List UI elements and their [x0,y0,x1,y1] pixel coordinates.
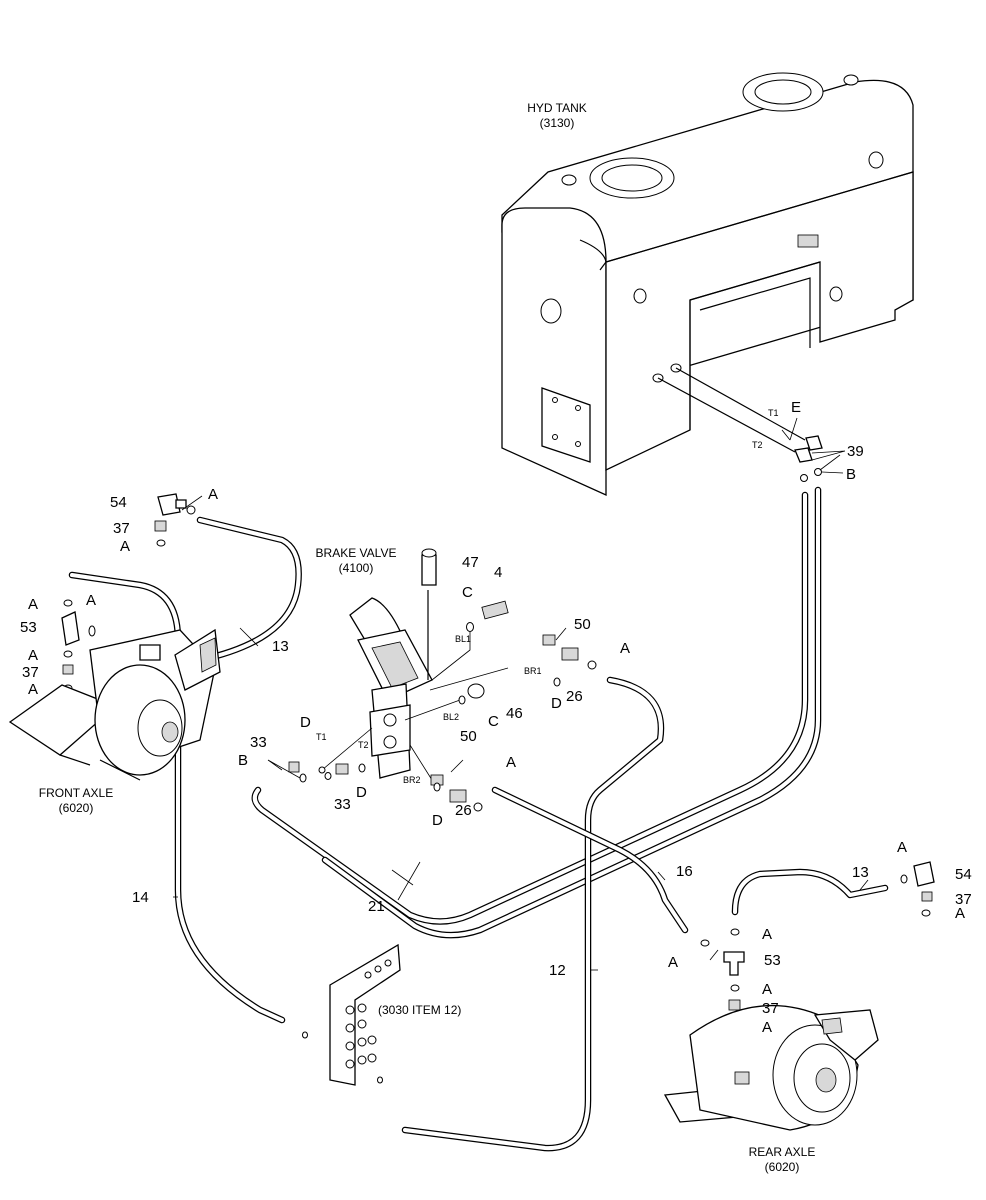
callout-a-upper: A [620,640,630,657]
callout-12: 12 [549,962,566,979]
callout-a-7: A [897,839,907,856]
hyd-tank [501,72,914,497]
callout-37-rear-2: 37 [762,1000,779,1017]
port-t2-tank: T2 [752,440,763,450]
callout-a-2: A [120,538,130,555]
callout-33-left: 33 [250,734,267,751]
callout-a-lower: A [506,754,516,771]
brake-valve [321,548,509,781]
callout-b-1: B [238,752,248,769]
fittings [61,493,935,1031]
callout-a-5: A [28,647,38,664]
callout-d-2: D [300,714,311,731]
front-axle-ref: (6020) [59,801,94,815]
rear-axle [663,1005,879,1131]
callout-c-2: C [488,713,499,730]
callout-c-1: C [462,584,473,601]
callout-labels: 54 A 37 A A A 53 A 37 A 13 47 4 C 50 A 2… [20,399,972,1036]
callout-21: 21 [368,898,385,915]
callout-14: 14 [132,889,149,906]
hyd-tank-label: HYD TANK [527,101,587,115]
front-axle [8,628,221,781]
hose-lines [68,486,889,1152]
port-br1: BR1 [524,666,542,676]
callout-33-right: 33 [334,796,351,813]
callout-37-front: 37 [113,520,130,537]
callout-46: 46 [506,705,523,722]
callout-a-12: A [762,1019,772,1036]
callout-53-rear: 53 [764,952,781,969]
callout-d-1: D [551,695,562,712]
manifold-label: (3030 ITEM 12) [378,1003,461,1017]
callout-a-9: A [762,926,772,943]
callout-13-front: 13 [272,638,289,655]
callout-d-3: D [356,784,367,801]
callout-a-11: A [762,981,772,998]
callout-d-4: D [432,812,443,829]
callout-39: 39 [847,443,864,460]
rear-axle-ref: (6020) [765,1160,800,1174]
port-t1-tank: T1 [768,408,779,418]
port-bl1: BL1 [455,634,471,644]
callout-26-lower: 26 [455,802,472,819]
callout-13-rear: 13 [852,864,869,881]
callout-53-front: 53 [20,619,37,636]
callout-37-front-2: 37 [22,664,39,681]
callout-26-upper: 26 [566,688,583,705]
callout-16: 16 [676,863,693,880]
port-t1-valve: T1 [316,732,327,742]
callout-54-front: 54 [110,494,127,511]
manifold-block [302,943,401,1086]
callout-37-rear: 37 [955,891,972,908]
brake-valve-label: BRAKE VALVE [316,546,397,560]
rear-axle-label: REAR AXLE [749,1145,816,1159]
callout-50-upper: 50 [574,616,591,633]
callout-a-8: A [955,905,965,922]
callout-e: E [791,399,801,416]
brake-valve-ref: (4100) [339,561,374,575]
leader-lines [173,417,869,971]
callout-50-lower: 50 [460,728,477,745]
port-br2: BR2 [403,775,421,785]
callout-b-2: B [846,466,856,483]
callout-a-3: A [28,596,38,613]
callout-a-1: A [208,486,218,503]
callout-a-6: A [28,681,38,698]
hyd-tank-ref: (3130) [540,116,575,130]
port-t2-valve: T2 [358,740,369,750]
callout-47: 47 [462,554,479,571]
callout-54-rear: 54 [955,866,972,883]
front-axle-label: FRONT AXLE [39,786,113,800]
callout-4: 4 [494,564,502,581]
callout-a-10: A [668,954,678,971]
port-bl2: BL2 [443,712,459,722]
callout-a-4: A [86,592,96,609]
